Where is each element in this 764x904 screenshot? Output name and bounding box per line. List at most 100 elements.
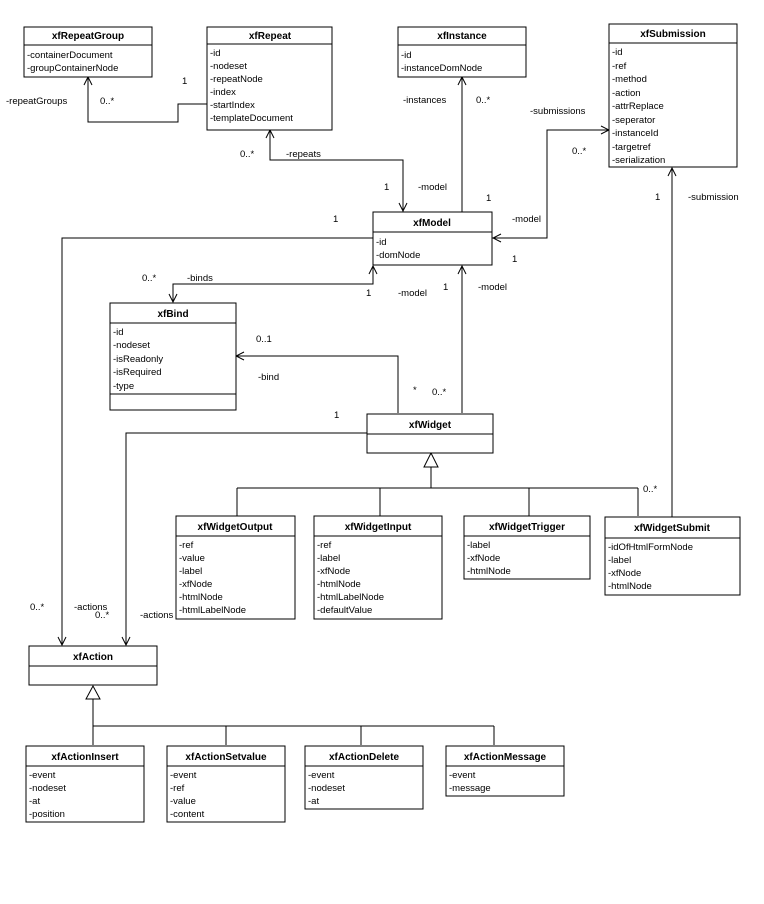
label-binds-model: -model: [398, 288, 427, 299]
class-xfWidgetTrigger: xfWidgetTrigger -label -xfNode -htmlNode: [463, 515, 591, 580]
class-attribute: -targetref: [612, 142, 651, 153]
label-repeats-model: -model: [418, 182, 447, 193]
class-attribute: -method: [612, 74, 647, 85]
class-attribute: -event: [29, 770, 56, 781]
class-attribute: -nodeset: [113, 340, 150, 351]
label-submissions-one: 1: [512, 254, 517, 265]
class-xfActionDelete: xfActionDelete -event -nodeset -at: [304, 745, 424, 810]
class-title: xfActionInsert: [51, 752, 119, 763]
class-attribute: -label: [179, 566, 202, 577]
class-xfModel: xfModel -id -domNode: [372, 211, 493, 266]
class-attribute: -ref: [170, 783, 185, 794]
class-xfSubmission: xfSubmission -id -ref -method -action -a…: [608, 23, 738, 168]
label-binds-one: 1: [366, 288, 371, 299]
class-title: xfActionSetvalue: [185, 752, 267, 763]
class-attribute: -id: [210, 48, 221, 59]
label-repeatgroups-one: 1: [182, 76, 187, 87]
class-attribute: -index: [210, 87, 236, 98]
class-title: xfRepeatGroup: [52, 31, 124, 42]
class-attribute: -nodeset: [210, 61, 247, 72]
class-attribute: -value: [179, 553, 205, 564]
rel-model-submission: [492, 130, 609, 239]
class-attribute: -htmlNode: [467, 566, 511, 577]
class-attribute: -xfNode: [179, 579, 212, 590]
class-title: xfInstance: [437, 31, 487, 42]
label-instances-mult: 0..*: [476, 95, 491, 106]
class-attribute: -position: [29, 809, 65, 820]
label-submission-link: -submission: [688, 192, 739, 203]
class-xfRepeatGroup: xfRepeatGroup -containerDocument -groupC…: [23, 26, 153, 78]
class-attribute: -htmlNode: [317, 579, 361, 590]
label-submissions-model: -model: [512, 214, 541, 225]
class-attribute: -message: [449, 783, 491, 794]
class-attribute: -isRequired: [113, 367, 162, 378]
label-repeats-mult: 0..*: [240, 149, 255, 160]
class-attribute: -label: [608, 555, 631, 566]
class-attribute: -event: [170, 770, 197, 781]
class-xfRepeat: xfRepeat -id -nodeset -repeatNode -index…: [206, 26, 333, 131]
class-xfWidgetInput: xfWidgetInput -ref -label -xfNode -htmlN…: [313, 515, 443, 620]
class-title: xfModel: [413, 218, 451, 229]
rel-model-action: [62, 237, 373, 645]
relationship-labels: -repeatGroups 0..* 1 0..* -repeats 1 -mo…: [6, 76, 739, 621]
class-attribute: -at: [308, 796, 319, 807]
rel-model-bind: [173, 283, 373, 302]
label-instances: -instances: [403, 95, 447, 106]
rel-widget-bind: [236, 356, 399, 413]
class-attribute: -content: [170, 809, 205, 820]
rel-submission-model: [493, 130, 548, 238]
class-attribute: -startIndex: [210, 100, 255, 111]
class-attribute: -id: [376, 237, 387, 248]
gen-widget-triangle: [423, 451, 439, 468]
class-xfActionSetvalue: xfActionSetvalue -event -ref -value -con…: [166, 745, 286, 823]
label-bind-star: *: [413, 385, 417, 396]
label-submit-mult: 0..*: [643, 484, 658, 495]
label-submissions: -submissions: [530, 106, 586, 117]
class-title: xfWidget: [409, 420, 452, 431]
label-model-actions-one: 1: [333, 214, 338, 225]
class-attribute: -templateDocument: [210, 113, 293, 124]
class-attribute: -seperator: [612, 115, 655, 126]
class-attribute: -action: [612, 88, 641, 99]
class-attribute: -serialization: [612, 155, 665, 166]
class-attribute: -htmlLabelNode: [179, 605, 246, 616]
label-widget-actions-mult: 0..*: [95, 610, 110, 621]
class-xfWidgetOutput: xfWidgetOutput -ref -value -label -xfNod…: [175, 515, 296, 620]
class-attribute: -idOfHtmlFormNode: [608, 542, 693, 553]
class-attribute: -id: [113, 327, 124, 338]
class-attribute: -xfNode: [317, 566, 350, 577]
class-xfActionInsert: xfActionInsert -event -nodeset -at -posi…: [25, 745, 145, 823]
class-xfWidgetSubmit: xfWidgetSubmit -idOfHtmlFormNode -label …: [604, 516, 741, 596]
class-attribute: -nodeset: [29, 783, 66, 794]
class-attribute: -at: [29, 796, 40, 807]
class-attribute: -ref: [317, 540, 332, 551]
class-title: xfWidgetInput: [345, 522, 412, 533]
class-attribute: -type: [113, 381, 134, 392]
class-title: xfActionDelete: [329, 752, 399, 763]
class-xfBind: xfBind -id -nodeset -isReadonly -isRequi…: [109, 302, 237, 411]
rel-widget-action: [126, 432, 367, 645]
class-title: xfWidgetTrigger: [489, 522, 565, 533]
class-title: xfActionMessage: [464, 752, 547, 763]
label-repeatgroups-mult: 0..*: [100, 96, 115, 107]
class-attribute: -value: [170, 796, 196, 807]
class-attribute: -nodeset: [308, 783, 345, 794]
class-attribute: -ref: [179, 540, 194, 551]
label-widget-actions: -actions: [140, 610, 174, 621]
label-widget-model-mult: 0..*: [432, 387, 447, 398]
class-attribute: -htmlNode: [608, 581, 652, 592]
label-model-actions-mult: 0..*: [30, 602, 45, 613]
label-bind-mult: 0..1: [256, 334, 272, 345]
label-repeatgroups: -repeatGroups: [6, 96, 68, 107]
label-binds: -binds: [187, 273, 213, 284]
class-attribute: -xfNode: [608, 568, 641, 579]
class-attribute: -event: [449, 770, 476, 781]
rel-repeat-repeatgroup: [88, 77, 207, 123]
class-attribute: -defaultValue: [317, 605, 372, 616]
class-attribute: -instanceDomNode: [401, 63, 482, 74]
class-attribute: -id: [401, 50, 412, 61]
class-title: xfWidgetSubmit: [634, 523, 711, 534]
class-attribute: -isReadonly: [113, 354, 163, 365]
class-attribute: -instanceId: [612, 128, 658, 139]
class-title: xfSubmission: [640, 29, 706, 40]
